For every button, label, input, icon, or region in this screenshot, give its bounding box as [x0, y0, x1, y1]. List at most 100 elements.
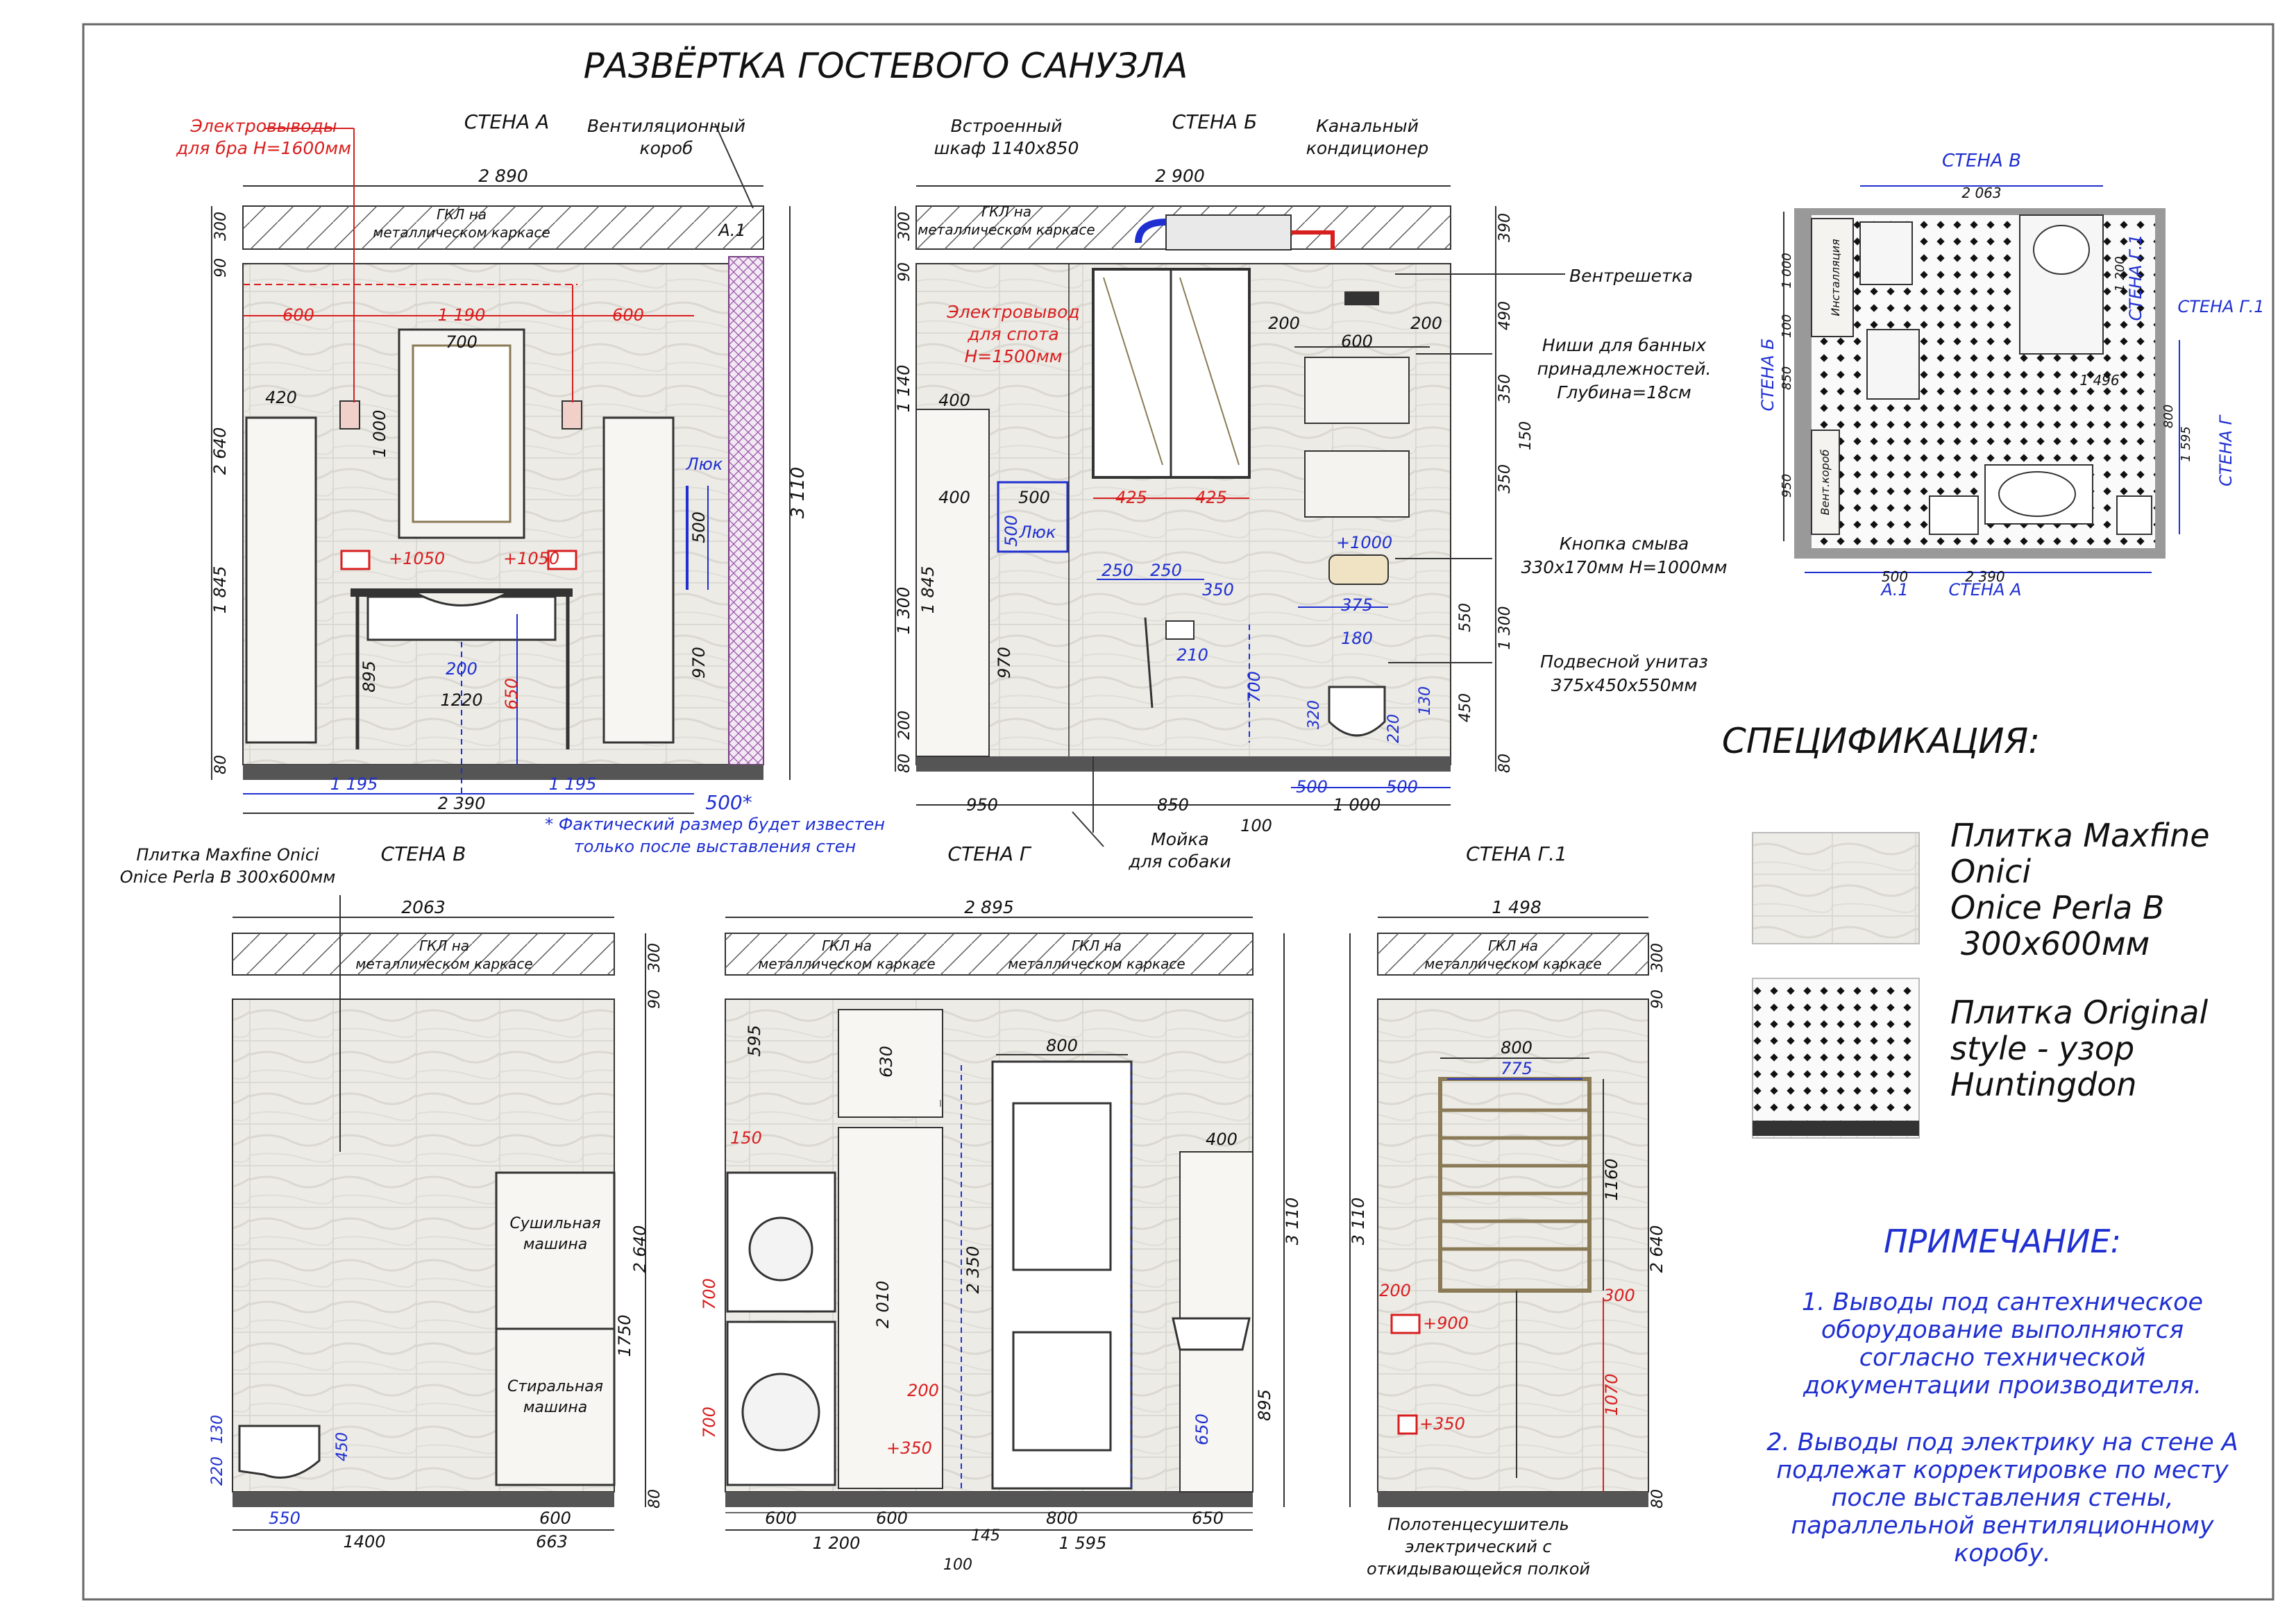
- dim: 200: [1379, 1281, 1411, 1300]
- dim: 2 390: [1965, 568, 2004, 585]
- dim: 300: [646, 943, 664, 972]
- dim: 90: [212, 258, 230, 278]
- dim: 200: [1268, 314, 1300, 333]
- wall-b-vent: Вентрешетка: [1569, 266, 1693, 286]
- dim: 700: [446, 332, 478, 352]
- dim: 90: [896, 262, 913, 282]
- dim: 1220: [440, 690, 482, 710]
- dim: 600: [612, 305, 644, 325]
- footnote-line-2: только после выставления стен: [574, 837, 856, 856]
- wall-g-gkl-3: ГКЛ на: [1072, 937, 1122, 954]
- wall-a-gkl-2: металлическом каркасе: [373, 224, 550, 241]
- sheet-border: [82, 23, 2274, 1601]
- dim: 1070: [1602, 1373, 1621, 1416]
- note-2-line-4: параллельной вентиляционному: [1791, 1512, 2215, 1540]
- dim: 1 200: [2113, 256, 2127, 292]
- wall-b-gkl-2: металлическом каркасе: [918, 221, 1095, 238]
- dim: +900: [1423, 1314, 1469, 1333]
- dim: +350: [886, 1438, 932, 1458]
- dim: 970: [689, 647, 709, 679]
- spec-item-1-line-2: Onici: [1950, 853, 2031, 890]
- note-1-line-1: 1. Выводы под сантехническое: [1802, 1289, 2203, 1316]
- dim: 100: [1780, 314, 1794, 338]
- dim: 500: [1002, 515, 1021, 547]
- wall-b-elevation: [895, 185, 1565, 847]
- spec-item-1-line-1: Плитка Maxfine: [1950, 817, 2210, 854]
- notes: ПРИМЕЧАНИЕ: 1. Выводы под сантехническое…: [1766, 1223, 2238, 1567]
- dim: 663: [536, 1532, 568, 1552]
- wall-v-width: 2063: [401, 897, 446, 917]
- wall-g-gkl-2: металлическом каркасе: [758, 955, 935, 972]
- wall-b-flush-2: 330х170мм Н=1000мм: [1521, 557, 1728, 577]
- dim: 90: [1649, 989, 1666, 1009]
- wall-v-tile-2: Onice Perla B 300х600мм: [120, 867, 336, 887]
- dim: 895: [1255, 1389, 1274, 1421]
- dim: 180: [1341, 629, 1373, 648]
- dim: 550: [269, 1509, 301, 1528]
- dim: 100: [943, 1556, 972, 1574]
- dim: 1160: [1602, 1158, 1621, 1200]
- wall-b-sink-2: для собаки: [1128, 851, 1231, 872]
- wall-a-name: СТЕНА А: [464, 110, 550, 133]
- dim: +1050: [503, 549, 559, 568]
- dim: 775: [1501, 1059, 1533, 1078]
- wall-v-washer-1: Стиральная: [507, 1378, 603, 1395]
- dim: 400: [1206, 1130, 1238, 1149]
- note-2-line-2: подлежат корректировке по месту: [1776, 1456, 2229, 1484]
- dim: 3 110: [1349, 1198, 1368, 1246]
- wall-a-elec-1: Электровыводы: [189, 116, 337, 136]
- plan-wall-g1: СТЕНА Г.1: [2126, 235, 2145, 321]
- dim: 800: [2161, 405, 2176, 428]
- dim: 210: [1176, 645, 1208, 665]
- wall-b-niches-2: принадлежностей.: [1537, 359, 1712, 379]
- wall-g1-towel-1: Полотенцесушитель: [1387, 1515, 1569, 1534]
- dim: 3 110: [1283, 1198, 1302, 1246]
- dim: 600: [765, 1509, 797, 1528]
- wall-a-labels: СТЕНА А Электровыводы для бра Н=1600мм В…: [176, 110, 809, 814]
- dim: 220: [1385, 714, 1403, 743]
- dim: +1050: [389, 549, 445, 568]
- dim: 250: [1101, 561, 1133, 580]
- wall-a-vent-2: короб: [640, 138, 693, 158]
- dim: 1 300: [894, 587, 913, 635]
- dim: 2 010: [873, 1281, 893, 1329]
- dim: 800: [1046, 1509, 1078, 1528]
- wall-g1-width: 1 498: [1492, 897, 1542, 917]
- dim: 90: [646, 989, 664, 1009]
- dim: 150: [1517, 421, 1535, 450]
- dim: 130: [1417, 686, 1434, 715]
- spec-item-2-line-1: Плитка Original: [1950, 994, 2208, 1031]
- note-1-line-4: документации производителя.: [1803, 1372, 2202, 1400]
- floor-plan-labels: СТЕНА В 2 063 СТЕНА Г.1 СТЕНА Г.1 СТЕНА …: [1758, 151, 2264, 600]
- dim: 700: [700, 1278, 719, 1310]
- spec-swatch-huntingdon: [1752, 978, 1920, 1139]
- dim: 600: [282, 305, 314, 325]
- dim: 300: [212, 212, 230, 241]
- note-1-line-3: согласно технической: [1859, 1344, 2146, 1372]
- dim: 1 300: [1496, 606, 1514, 650]
- dim: 1 595: [2179, 426, 2193, 462]
- dim: 1 000: [1780, 253, 1794, 289]
- spec-item-2-line-3: Huntingdon: [1950, 1066, 2137, 1103]
- wall-v-dryer-1: Сушильная: [510, 1215, 601, 1232]
- dim: 2 640: [630, 1225, 650, 1273]
- wall-b-elec-3: Н=1500мм: [964, 346, 1062, 366]
- dim: +1000: [1336, 533, 1392, 552]
- plan-dim-top: 2 063: [1961, 185, 2001, 201]
- plan-ventbox: Вент.короб: [1818, 449, 1832, 515]
- dim: 420: [265, 388, 297, 407]
- dim: 500*: [705, 791, 752, 814]
- dim: 700: [1244, 671, 1264, 703]
- wall-v-gkl-1: ГКЛ на: [419, 937, 469, 954]
- spec-item-1-line-4: 300х600мм: [1961, 925, 2150, 962]
- wall-b-niches-1: Ниши для банных: [1542, 335, 1707, 355]
- dim: 390: [1496, 213, 1514, 242]
- wall-v-name: СТЕНА В: [381, 842, 466, 865]
- dim: 600: [876, 1509, 908, 1528]
- dim: 1 140: [894, 365, 913, 413]
- wall-g-gkl-1: ГКЛ на: [822, 937, 872, 954]
- dim: 500: [689, 511, 709, 543]
- dim: 1750: [615, 1314, 634, 1357]
- dim: 300: [1603, 1286, 1635, 1305]
- dim: 850: [1780, 366, 1794, 390]
